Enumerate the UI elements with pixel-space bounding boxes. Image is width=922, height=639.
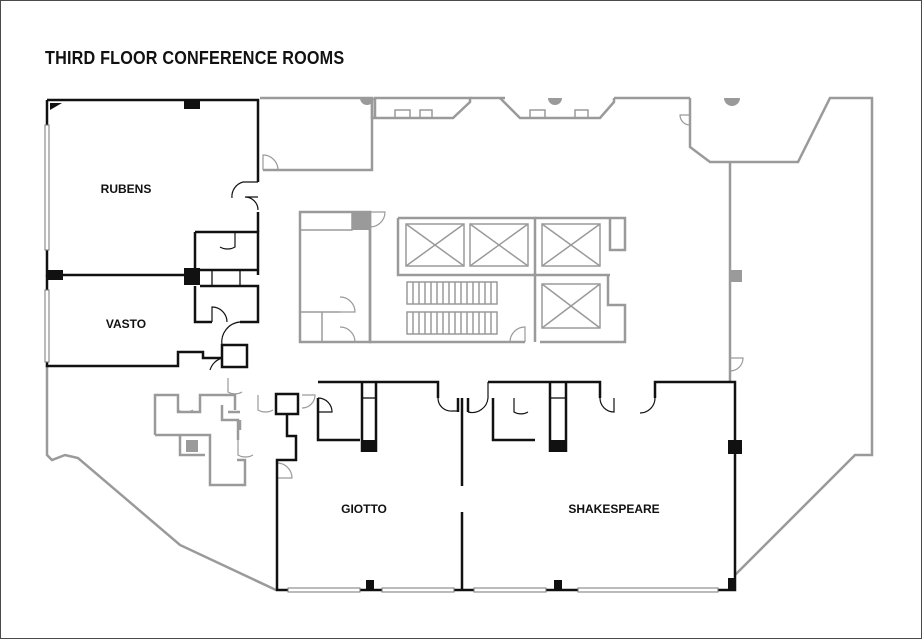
room-shakespeare [462, 380, 742, 593]
room-label-vasto: VASTO [106, 317, 146, 331]
stairs [406, 281, 498, 335]
room-label-shakespeare: SHAKESPEARE [568, 502, 659, 516]
service-rooms-left [193, 230, 260, 371]
room-vasto [44, 268, 222, 368]
room-giotto [275, 380, 464, 593]
building-outline [45, 96, 874, 592]
room-label-rubens: RUBENS [101, 182, 152, 196]
plan-title: THIRD FLOOR CONFERENCE ROOMS [45, 48, 345, 68]
elevators [405, 223, 601, 329]
core-left-closet [274, 392, 300, 478]
room-label-giotto: GIOTTO [341, 502, 387, 516]
